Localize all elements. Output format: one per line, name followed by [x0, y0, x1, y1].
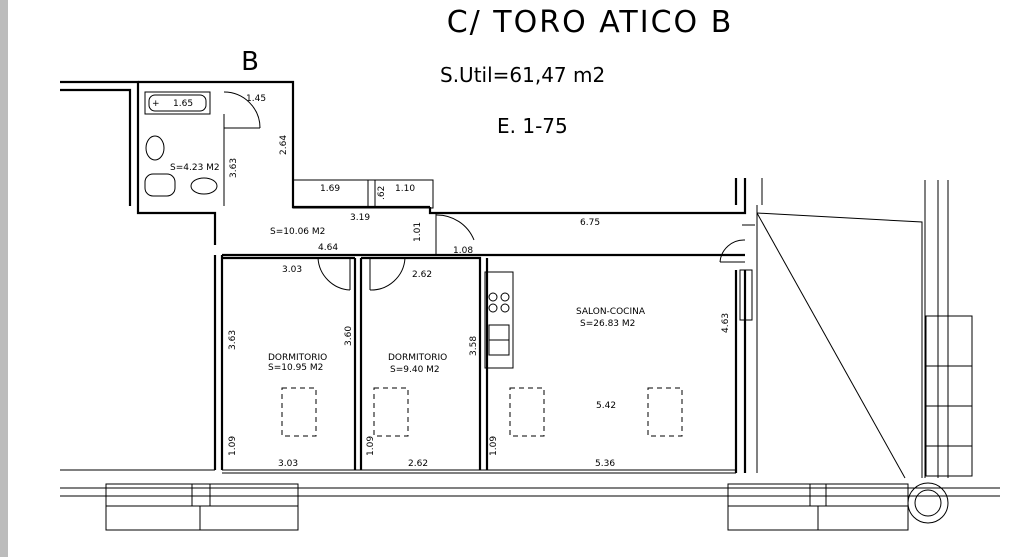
useful-surface: S.Util=61,47 m2 [440, 63, 605, 87]
cupboards [292, 179, 434, 209]
salon-name: SALON-COCINA [576, 307, 646, 317]
bathroom-area: S=4.23 M2 [170, 163, 220, 173]
drawing-scale: E. 1-75 [497, 114, 568, 138]
sink [145, 135, 165, 161]
dim-label: 6.75 [580, 218, 600, 228]
bedroom2-area: S=9.40 M2 [390, 365, 440, 375]
partitions [222, 213, 746, 470]
unit-letter: B [241, 47, 259, 77]
dim-label: 1.10 [395, 184, 415, 194]
dim-label: 1.09 [228, 436, 238, 456]
bedroom1-area: S=10.95 M2 [268, 363, 323, 373]
dim-label: 3.19 [350, 213, 370, 223]
dim-label: 3.63 [228, 330, 238, 350]
dim-label: 5.42 [596, 401, 616, 411]
dim-label: 1.45 [246, 94, 266, 104]
bathtub-inner [148, 94, 207, 112]
hall-area: S=10.06 M2 [270, 227, 325, 237]
bathtub [144, 91, 211, 115]
dim-label: 2.62 [408, 459, 428, 469]
salon-area: S=26.83 M2 [580, 319, 635, 329]
dim-label: 3.63 [229, 158, 239, 178]
dim-label: 1.69 [320, 184, 340, 194]
kitchen-counter [484, 271, 514, 369]
facade-railings [60, 482, 1000, 531]
bathroom: + [144, 91, 261, 206]
dim-label: 3.58 [469, 336, 479, 356]
dim-label: 5.36 [595, 459, 615, 469]
outer-walls [60, 80, 747, 474]
bathtub-plus: + [152, 99, 160, 109]
dim-label: 3.03 [282, 265, 302, 275]
bedroom1-name: DORMITORIO [268, 353, 327, 363]
dim-label: 3.03 [278, 459, 298, 469]
dim-label: .62 [377, 186, 387, 200]
dim-label: 1.65 [173, 99, 193, 109]
dim-label: 4.63 [721, 313, 731, 333]
dim-label: 1.08 [453, 246, 473, 256]
dim-label: 1.09 [489, 436, 499, 456]
dim-label: 2.64 [279, 135, 289, 155]
skylights [281, 387, 683, 437]
dim-label: 3.60 [344, 326, 354, 346]
bidet [190, 177, 218, 195]
toilet [144, 173, 176, 197]
plan-title: C/ TORO ATICO B [447, 5, 734, 40]
dim-label: 2.62 [412, 270, 432, 280]
terrace [739, 178, 973, 479]
dim-label: 1.09 [366, 436, 376, 456]
left-edge-strip [0, 0, 8, 557]
dim-label: 1.01 [413, 222, 423, 242]
bedroom2-name: DORMITORIO [388, 353, 447, 363]
dim-label: 4.64 [318, 243, 338, 253]
